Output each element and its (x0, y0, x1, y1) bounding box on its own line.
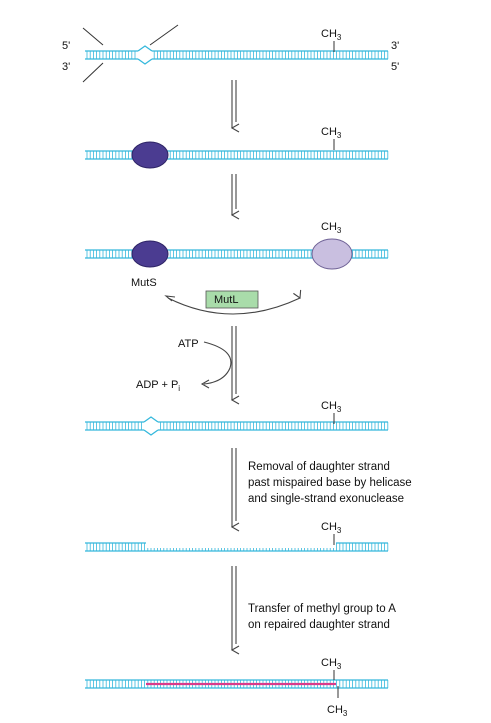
mismatch-bubble-bottom (143, 429, 159, 436)
mutS-protein-light (311, 238, 353, 270)
label-3prime-left: 3' (62, 61, 70, 73)
label-atp: ATP (178, 338, 199, 350)
svg-text:CH3: CH3 (321, 28, 342, 42)
note-removal: Removal of daughter strand past mispaire… (248, 461, 415, 505)
mutL-box (205, 290, 259, 309)
svg-text:CH3: CH3 (327, 704, 348, 718)
svg-text:CH3: CH3 (321, 521, 342, 535)
mutL-curved-arrow (167, 289, 302, 315)
label-mutS: MutS (131, 277, 157, 289)
fork-line-top (82, 27, 104, 46)
svg-text:CH3: CH3 (321, 657, 342, 671)
label-5prime-right: 5' (391, 61, 399, 73)
label-mutL: MutL (214, 294, 238, 306)
svg-text:CH3: CH3 (321, 126, 342, 140)
dna-step-2 (85, 150, 389, 160)
svg-text:CH3: CH3 (321, 400, 342, 414)
methyl-label-2: CH3 (321, 126, 342, 150)
svg-text:CH3: CH3 (321, 221, 342, 235)
label-5prime-left: 5' (62, 40, 70, 52)
methyl-label-6-bottom: CH3 (327, 686, 348, 718)
methyl-label-6-top: CH3 (321, 657, 342, 680)
mismatch-bubble-top (137, 45, 153, 52)
mutS-protein-2 (131, 240, 169, 268)
label-adp: ADP + Pi (136, 379, 180, 393)
methyl-label-3: CH3 (321, 221, 342, 235)
fork-line-bottom (82, 62, 104, 83)
label-3prime-right: 3' (391, 40, 399, 52)
dna-step-5 (85, 542, 389, 552)
atp-curve-arrow (203, 341, 232, 385)
dna-step-1 (85, 45, 389, 65)
mutS-protein-1 (131, 141, 169, 169)
mismatch-bubble-top (143, 416, 159, 423)
dna-step-4 (85, 416, 389, 436)
methyl-label-5: CH3 (321, 521, 342, 545)
methyl-label-1: CH3 (321, 28, 342, 52)
methyl-label-4: CH3 (321, 400, 342, 424)
mismatch-bubble-bottom (137, 58, 153, 65)
fork-line-right (149, 24, 179, 46)
note-methyl-transfer: Transfer of methyl group to A on repaire… (248, 603, 398, 631)
